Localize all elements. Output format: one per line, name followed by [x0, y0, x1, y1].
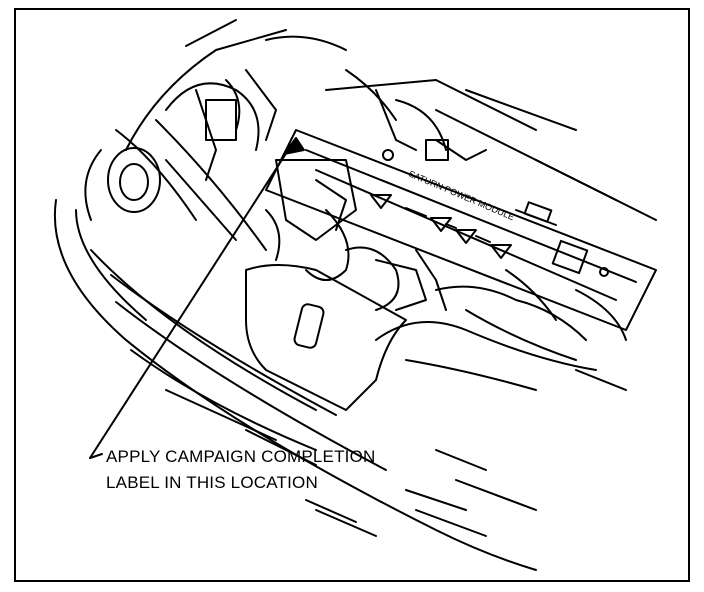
nose-panel: [245, 264, 597, 411]
callout-line-1: APPLY CAMPAIGN COMPLETION: [106, 447, 376, 466]
headlamp: [107, 119, 267, 251]
figure-frame: SATURN POWER MODULE APPLY CAMPAIGN COMPL…: [14, 8, 690, 582]
wiring-components: [165, 69, 627, 361]
callout-text: APPLY CAMPAIGN COMPLETION LABEL IN THIS …: [106, 444, 376, 496]
callout-leader: [89, 137, 305, 459]
engine-bay-illustration: SATURN POWER MODULE: [53, 19, 657, 571]
hood-edge: [125, 19, 657, 221]
front-fascia-lines: [53, 149, 627, 571]
callout-line-2: LABEL IN THIS LOCATION: [106, 473, 318, 492]
